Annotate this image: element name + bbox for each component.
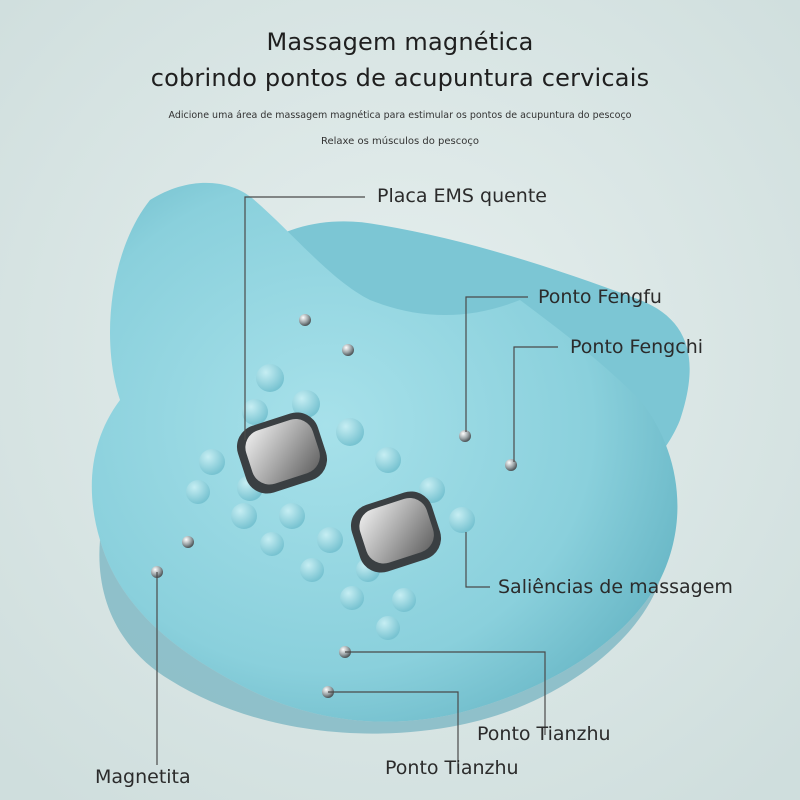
callout-fengfu: Ponto Fengfu (538, 286, 662, 308)
callout-fengchi: Ponto Fengchi (570, 336, 704, 358)
callout-tianzhu-1: Ponto Tianzhu (477, 723, 611, 745)
callout-magnetite: Magnetita (95, 766, 191, 788)
page-title-line2: cobrindo pontos de acupuntura cervicais (150, 64, 650, 92)
callout-tianzhu-2: Ponto Tianzhu (385, 757, 519, 779)
page-title-line1: Massagem magnética (266, 28, 534, 56)
callout-massage-bumps: Saliências de massagem (498, 576, 733, 598)
page-subtitle-line2: Relaxe os músculos do pescoço (320, 136, 479, 147)
callout-ems-plate: Placa EMS quente (377, 185, 547, 207)
page-subtitle-line1: Adicione uma área de massagem magnética … (168, 110, 632, 121)
